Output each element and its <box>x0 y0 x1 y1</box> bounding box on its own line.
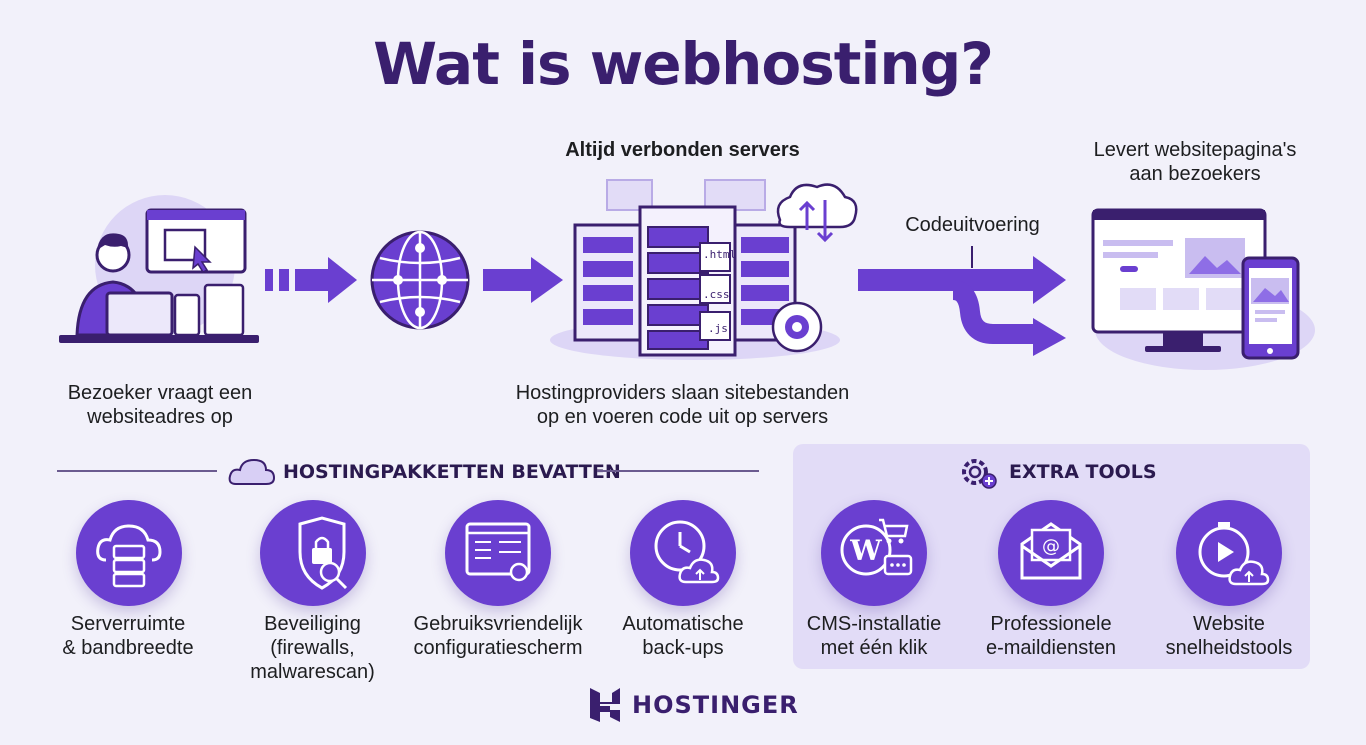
servers-heading: Altijd verbonden servers <box>565 139 800 161</box>
svg-text:W: W <box>849 534 882 567</box>
file-label-css: .css <box>703 288 730 301</box>
deliver-caption: Levert websitepagina's aan bezoekers <box>1093 139 1297 185</box>
servers-illustration <box>550 179 858 360</box>
wordpress-icon: W <box>821 500 927 606</box>
visitor-illustration <box>59 195 259 343</box>
control-panel-icon <box>445 500 551 606</box>
tool-label-2: Professionele e-maildiensten <box>985 613 1117 659</box>
packages-heading: HOSTINGPAKKETTEN BEVATTEN <box>283 461 621 483</box>
tool-label-3: Website snelheidstools <box>1165 613 1293 659</box>
package-label-3: Gebruiksvriendelijk configuratiescherm <box>413 613 583 659</box>
file-label-html: .html <box>703 248 737 261</box>
brand-name: HOSTINGER <box>632 691 799 719</box>
servers-caption: Hostingproviders slaan sitebestanden op … <box>515 382 850 428</box>
arrow-to-servers <box>483 257 563 303</box>
tools-heading: EXTRA TOOLS <box>1009 461 1157 483</box>
cloud-server-icon <box>76 500 182 606</box>
speed-tools-icon <box>1176 500 1282 606</box>
arrow-to-globe <box>265 257 357 303</box>
file-label-js: .js <box>708 322 728 335</box>
divider-left <box>57 470 217 472</box>
visitor-caption: Bezoeker vraagt een websiteadres op <box>67 382 253 428</box>
divider-right <box>597 470 759 472</box>
split-arrow <box>858 246 1066 356</box>
hostinger-logo-icon <box>590 688 620 722</box>
gear-plus-icon <box>962 459 997 489</box>
cloud-icon <box>228 458 276 485</box>
globe-icon <box>370 230 470 330</box>
backup-clock-icon <box>630 500 736 606</box>
svg-text:@: @ <box>1042 536 1060 557</box>
devices-illustration <box>1091 208 1315 370</box>
package-label-1: Serverruimte & bandbreedte <box>62 613 194 659</box>
page-title: Wat is webhosting? <box>373 30 994 98</box>
shield-lock-icon <box>260 500 366 606</box>
code-execution-label: Codeuitvoering <box>905 214 1040 236</box>
package-label-4: Automatische back-ups <box>622 613 744 659</box>
tool-label-1: CMS-installatie met één klik <box>806 613 942 659</box>
email-icon: @ <box>998 500 1104 606</box>
package-label-2: Beveiliging (firewalls, malwarescan) <box>250 613 375 683</box>
